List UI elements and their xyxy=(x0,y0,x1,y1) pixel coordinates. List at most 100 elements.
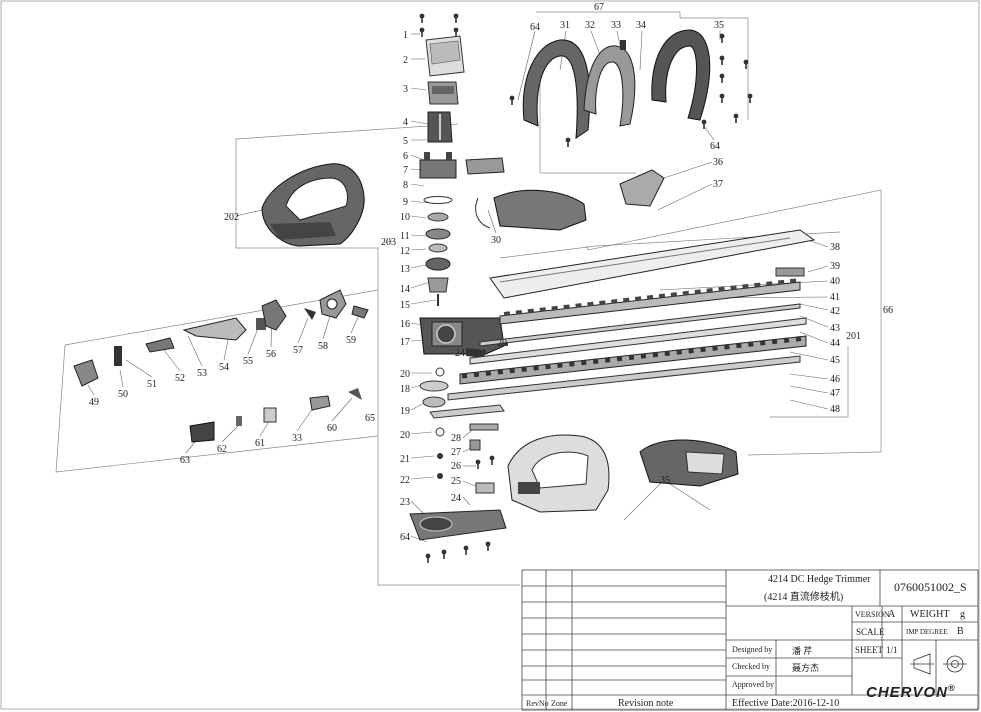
checked-by-label: Checked by xyxy=(732,662,770,671)
part-callout: 46 xyxy=(830,374,840,385)
part-callout: 14 xyxy=(400,284,410,295)
part-callout: 66 xyxy=(883,305,893,316)
part-callout: 6 xyxy=(403,151,408,162)
part-callout: 35 xyxy=(714,20,724,31)
part-callout: 57 xyxy=(293,345,303,356)
chervon-logo: CHERVON® xyxy=(866,683,956,701)
sheet-label: SHEET xyxy=(855,645,883,655)
part-callout: 59 xyxy=(346,335,356,346)
part-callout: 16 xyxy=(400,319,410,330)
part-callout: 49 xyxy=(89,397,99,408)
part-callout: 51 xyxy=(147,379,157,390)
part-callout: 63 xyxy=(180,455,190,466)
part-callout: 8 xyxy=(403,180,408,191)
part-callout: 45 xyxy=(830,355,840,366)
checked-by-value: 聂方杰 xyxy=(792,663,820,673)
title-block xyxy=(521,569,979,711)
part-callout: 29 xyxy=(497,338,507,349)
sheet-value: 1/1 xyxy=(886,645,898,655)
part-callout: 55 xyxy=(243,356,253,367)
part-callout: 13 xyxy=(400,264,410,275)
effective-date: Effective Date:2016-12-10 xyxy=(732,698,840,709)
part-callout: 23 xyxy=(400,497,410,508)
part-callout: 15 xyxy=(400,300,410,311)
part-callout: 36 xyxy=(713,157,723,168)
part-callout: 20 xyxy=(400,430,410,441)
part-callout: 201 xyxy=(846,331,861,342)
part-callout: 58 xyxy=(318,341,328,352)
imp-degree-value: B xyxy=(957,626,964,637)
part-callout: 31 xyxy=(560,20,570,31)
part-callout: 24 xyxy=(451,493,461,504)
part-callout: 39 xyxy=(830,261,840,272)
part-callout: 1 xyxy=(403,30,408,41)
part-callout: 44 xyxy=(830,338,840,349)
part-callout: 38 xyxy=(830,242,840,253)
part-callout: 33 xyxy=(611,20,621,31)
part-callout: 42 xyxy=(830,306,840,317)
product-title-cn: (4214 直流修枝机) xyxy=(764,592,844,603)
part-callout: 203 xyxy=(381,237,396,248)
part-callout: 25 xyxy=(451,476,461,487)
part-callout: 3 xyxy=(403,84,408,95)
part-callout: 37 xyxy=(713,179,723,190)
part-callout: 41 xyxy=(830,292,840,303)
version-label: VERSION xyxy=(855,610,890,619)
part-callout: 5 xyxy=(403,136,408,147)
projection-symbol xyxy=(910,653,967,675)
part-callout: 61 xyxy=(255,438,265,449)
part-callout: 202 xyxy=(224,212,239,223)
part-callout: 22 xyxy=(400,475,410,486)
part-callout: 65 xyxy=(365,413,375,424)
front-cover-parts xyxy=(475,169,665,231)
part-callout: 56 xyxy=(266,349,276,360)
small-parts-group xyxy=(429,340,508,494)
part-callout: 26 xyxy=(451,461,461,472)
part-callout: 9 xyxy=(403,197,408,208)
part-callout: 27 xyxy=(451,447,461,458)
part-callout: 4 xyxy=(403,117,408,128)
part-callout: 12 xyxy=(400,246,410,257)
part-callout: 47 xyxy=(830,388,840,399)
blade-assembly xyxy=(447,229,816,401)
part-callout: 35 xyxy=(660,475,670,486)
part-callout: 50 xyxy=(118,389,128,400)
battery-handle-and-pack xyxy=(507,434,739,513)
designed-by-label: Designed by xyxy=(732,645,773,654)
part-callout: 53 xyxy=(197,368,207,379)
part-callout: 67 xyxy=(594,2,604,13)
part-callout: 11 xyxy=(400,231,410,242)
part-callout: 54 xyxy=(219,362,229,373)
handle-housing-202 xyxy=(261,163,365,247)
scale-label: SCALE xyxy=(856,627,885,637)
version-value: A xyxy=(888,609,896,620)
part-callout: 33 xyxy=(292,433,302,444)
motor-gearbox-stack xyxy=(409,13,507,563)
part-callout: 18 xyxy=(400,384,410,395)
part-callout: 62 xyxy=(217,444,227,455)
part-callout: 28 xyxy=(451,433,461,444)
part-callout: 43 xyxy=(830,323,840,334)
loop-handle-assembly xyxy=(465,29,753,175)
part-callout: 48 xyxy=(830,404,840,415)
part-callout: 24 xyxy=(455,348,465,359)
part-callout: 19 xyxy=(400,406,410,417)
group-outlines xyxy=(55,11,882,586)
rev-no-label: RevNo xyxy=(526,699,549,708)
part-callout: 10 xyxy=(400,212,410,223)
part-callout: 21 xyxy=(400,454,410,465)
part-callout: 52 xyxy=(175,373,185,384)
zone-label: Zone xyxy=(551,699,568,708)
product-title: 4214 DC Hedge Trimmer xyxy=(768,574,871,585)
part-callout: 64 xyxy=(400,532,410,543)
weight-unit: g xyxy=(960,609,965,620)
part-callout: 32 xyxy=(585,20,595,31)
part-callout: 17 xyxy=(400,337,410,348)
part-callout: 30 xyxy=(491,235,501,246)
imp-degree-label: IMP DEGREE xyxy=(906,628,948,636)
part-callout: 7 xyxy=(403,165,408,176)
part-callout: 60 xyxy=(327,423,337,434)
revision-note-label: Revision note xyxy=(618,698,674,709)
